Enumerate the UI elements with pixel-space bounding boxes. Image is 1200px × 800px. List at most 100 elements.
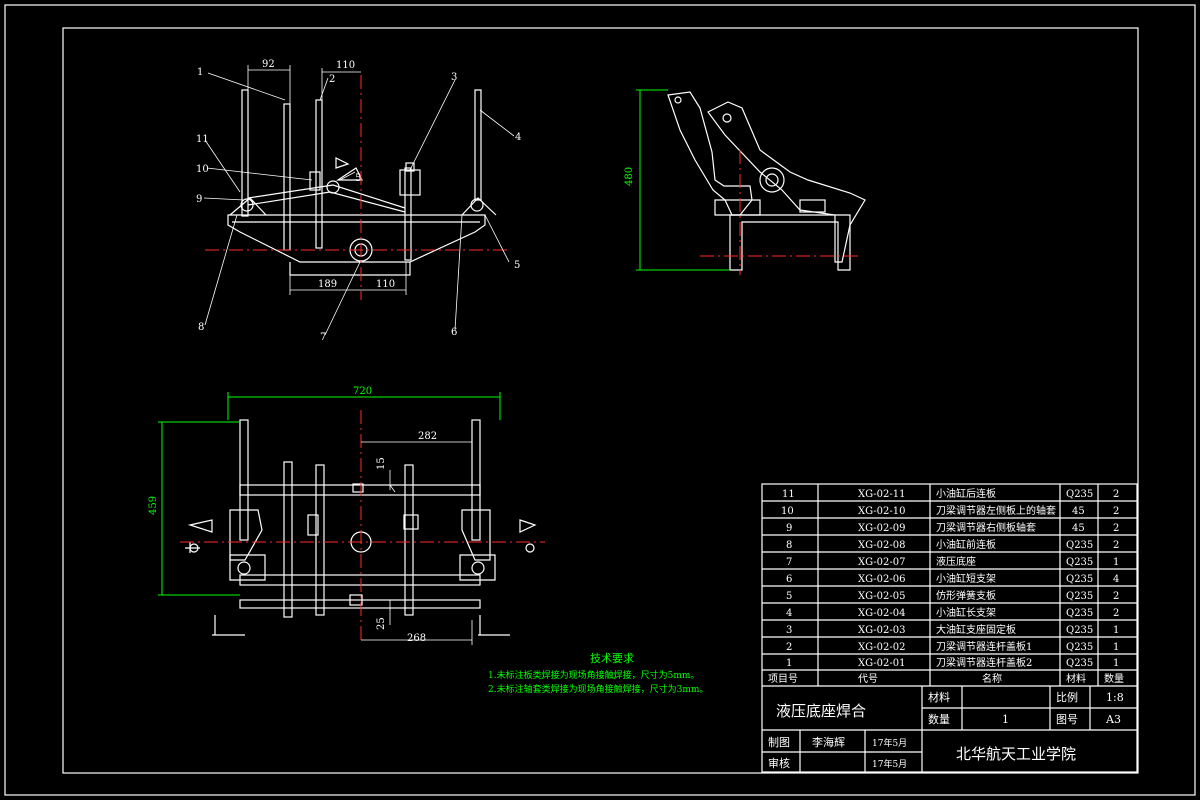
balloon-5b: 5 <box>514 260 520 271</box>
row-name: 刀梁调节器连杆盖板1 <box>936 640 1032 653</box>
row-mat: Q235 <box>1066 574 1093 585</box>
balloon-2: 2 <box>329 74 335 85</box>
row-mat: Q235 <box>1066 658 1093 669</box>
quantity-label: 数量 <box>928 713 950 726</box>
row-name: 刀梁调节器左侧板上的轴套 <box>936 504 1056 517</box>
row-no: 9 <box>786 523 792 534</box>
dim-720: 720 <box>353 386 372 397</box>
balloon-8: 8 <box>198 322 204 333</box>
check-label: 审核 <box>768 756 790 770</box>
row-name: 大油缸支座固定板 <box>936 623 1016 636</box>
row-code: XG-02-01 <box>858 658 906 669</box>
row-no: 7 <box>786 557 792 568</box>
row-qty: 1 <box>1113 658 1119 669</box>
row-qty: 2 <box>1113 591 1119 602</box>
header-mat: 材料 <box>1066 672 1086 685</box>
drawing-name: 液压底座焊合 <box>776 702 866 720</box>
row-qty: 2 <box>1113 506 1119 517</box>
tech-requirements: 技术要求 1.未标注板类焊接为现场角接触焊接，尺寸为5mm。 2.未标注轴套类焊… <box>488 652 708 695</box>
row-name: 小油缸长支架 <box>936 606 996 619</box>
dim-110-bottom: 110 <box>376 279 395 290</box>
sheet-value: A3 <box>1105 713 1121 726</box>
row-no: 8 <box>786 540 792 551</box>
tech-title: 技术要求 <box>590 652 634 665</box>
balloon-11: 11 <box>196 134 209 145</box>
row-no: 2 <box>786 642 792 653</box>
row-mat: Q235 <box>1066 557 1093 568</box>
row-mat: 45 <box>1072 506 1085 517</box>
row-code: XG-02-02 <box>858 642 906 653</box>
row-mat: Q235 <box>1066 489 1093 500</box>
dim-15: 15 <box>376 457 387 470</box>
balloon-9: 9 <box>196 194 202 205</box>
balloon-7: 7 <box>320 332 326 343</box>
row-name: 刀梁调节器连杆盖板2 <box>936 656 1032 669</box>
balloon-5a: 5 <box>355 173 361 184</box>
row-name: 小油缸前连板 <box>936 538 996 551</box>
row-name: 小油缸短支架 <box>936 572 996 585</box>
row-no: 5 <box>786 591 792 602</box>
dim-282: 282 <box>418 431 437 442</box>
scale-value: 1:8 <box>1106 691 1124 704</box>
balloon-1: 1 <box>197 67 203 78</box>
title-block: 液压底座焊合 材料 比例 1:8 数量 1 图号 A3 制图 李海辉 17年5月… <box>768 690 1124 770</box>
row-qty: 4 <box>1113 574 1119 585</box>
row-code: XG-02-07 <box>858 557 906 568</box>
row-code: XG-02-04 <box>858 608 906 619</box>
inner-border <box>62 27 1139 774</box>
side-view <box>636 89 866 275</box>
dim-25: 25 <box>376 617 387 630</box>
row-no: 1 <box>786 658 792 669</box>
parts-table: 11 XG-02-11 小油缸后连板 Q235 2 10 XG-02-10 刀梁… <box>768 487 1124 685</box>
header-qty: 数量 <box>1104 672 1124 685</box>
row-no: 6 <box>786 574 792 585</box>
check-date: 17年5月 <box>872 758 907 770</box>
row-mat: Q235 <box>1066 591 1093 602</box>
row-qty: 1 <box>1113 642 1119 653</box>
row-no: 4 <box>786 608 792 619</box>
front-view <box>203 65 515 336</box>
row-name: 刀梁调节器右侧板轴套 <box>936 521 1036 534</box>
dim-459: 459 <box>148 496 159 515</box>
header-no: 项目号 <box>768 673 798 685</box>
dim-110-top: 110 <box>336 60 355 71</box>
row-code: XG-02-06 <box>858 574 906 585</box>
row-mat: 45 <box>1072 523 1085 534</box>
row-code: XG-02-09 <box>858 523 906 534</box>
tech-line-2: 2.未标注轴套类焊接为现场角接触焊接，尺寸为3mm。 <box>488 683 708 695</box>
row-code: XG-02-08 <box>858 540 906 551</box>
row-qty: 2 <box>1113 489 1119 500</box>
front-view-labels: 1 2 3 4 5 5 6 7 8 9 10 11 92 110 189 110 <box>196 59 521 343</box>
school-name: 北华航天工业学院 <box>956 745 1076 763</box>
row-mat: Q235 <box>1066 642 1093 653</box>
drawn-name: 李海辉 <box>812 735 845 749</box>
row-qty: 2 <box>1113 608 1119 619</box>
balloon-10: 10 <box>196 164 209 175</box>
row-no: 10 <box>781 506 794 517</box>
balloon-4: 4 <box>515 132 521 143</box>
header-name: 名称 <box>982 672 1002 685</box>
parts-table-grid <box>761 483 1138 773</box>
sheet-label: 图号 <box>1056 713 1078 726</box>
dim-92: 92 <box>262 59 275 70</box>
row-name: 液压底座 <box>936 555 976 568</box>
row-qty: 1 <box>1113 557 1119 568</box>
scale-label: 比例 <box>1056 690 1078 704</box>
balloon-6: 6 <box>451 327 457 338</box>
tech-line-1: 1.未标注板类焊接为现场角接触焊接，尺寸为5mm。 <box>488 669 699 681</box>
row-name: 仿形弹簧支板 <box>936 589 996 602</box>
dim-480: 480 <box>624 167 635 186</box>
material-label: 材料 <box>928 690 950 704</box>
row-code: XG-02-05 <box>858 591 906 602</box>
row-name: 小油缸后连板 <box>936 487 996 500</box>
dim-189: 189 <box>318 279 337 290</box>
row-no: 11 <box>782 489 795 500</box>
row-no: 3 <box>786 625 792 636</box>
row-qty: 2 <box>1113 540 1119 551</box>
row-code: XG-02-11 <box>858 489 906 500</box>
drawn-date: 17年5月 <box>872 737 907 749</box>
row-code: XG-02-10 <box>858 506 906 517</box>
row-code: XG-02-03 <box>858 625 906 636</box>
plan-view <box>158 392 545 645</box>
